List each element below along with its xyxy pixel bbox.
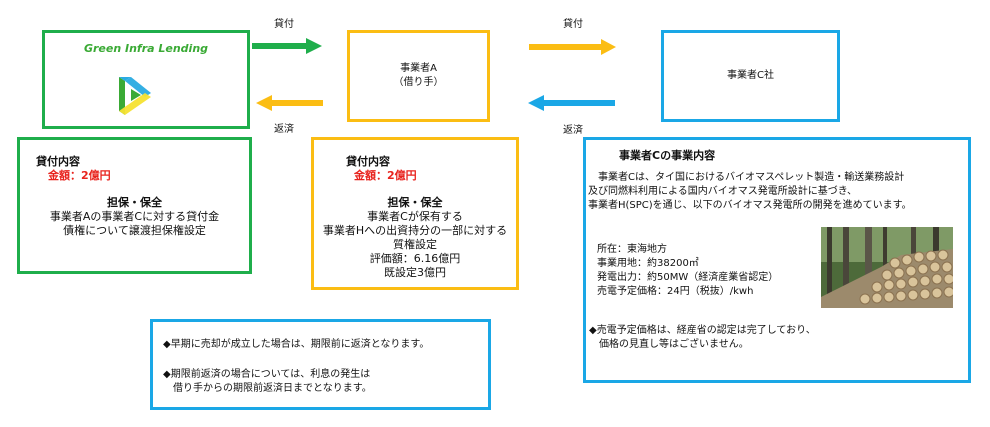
lender-details-box: 貸付内容 金額：2億円 担保・保全 事業者Aの事業者Cに対する貸付金 債権につい… (17, 137, 252, 274)
borrower-security-heading: 担保・保全 (387, 196, 443, 209)
price-note-line: 価格の見直し等はございません。 (589, 339, 749, 350)
logo-wordmark: Green Infra Lending (83, 42, 209, 55)
borrower-details-box: 貸付内容 金額：2億円 担保・保全 事業者Cが保有する 事業者Hへの出資持分の一… (311, 137, 519, 290)
price-note-line: ◆売電予定価格は、経産省の認定は完了しており、 (589, 325, 816, 336)
plant-location: 所在：東海地方 (597, 244, 667, 255)
company-c-business-box: 事業者Cの事業内容 事業者Cは、タイ国におけるバイオマスペレット製造・輸送業務設… (583, 137, 971, 383)
company-c-name: 事業者C社 (727, 70, 774, 81)
plant-site-area: 事業用地：約38200㎡ (597, 258, 699, 269)
lender-logo-box: Green Infra Lending (42, 30, 250, 129)
lend-label-1: 貸付 (274, 19, 294, 30)
timber-logs-photo (821, 227, 953, 308)
repay-arrow-left-icon (256, 95, 323, 111)
company-c-box: 事業者C社 (661, 30, 840, 122)
business-heading: 事業者Cの事業内容 (619, 149, 716, 162)
lender-loan-amount: 金額：2億円 (48, 169, 111, 182)
borrower-security-line: 質権設定 (393, 238, 437, 251)
lender-security-heading: 担保・保全 (107, 196, 162, 209)
repayment-notes-box: ◆早期に売却が成立した場合は、期限前に返済となります。 ◆期限前返済の場合につい… (150, 319, 491, 410)
repayment-note: ◆早期に売却が成立した場合は、期限前に返済となります。 (163, 339, 430, 350)
borrower-security-line: 既設定3億円 (384, 266, 446, 279)
repay-label-2: 返済 (563, 125, 583, 136)
lend-arrow-right-icon (252, 38, 322, 54)
lender-security-line: 債権について譲渡担保権設定 (63, 224, 206, 237)
repayment-note: ◆期限前返済の場合については、利息の発生は (163, 369, 371, 380)
lend-label-2: 貸付 (563, 19, 583, 30)
logo-triangle-icon (119, 77, 151, 115)
business-description-line: 及び同燃料利用による国内バイオマス発電所設計に基づき、 (588, 186, 857, 197)
borrower-box: 事業者A （借り手） (347, 30, 490, 122)
borrower-loan-heading: 貸付内容 (346, 155, 390, 168)
repay-label-1: 返済 (274, 124, 294, 135)
lend-arrow-right-icon (529, 39, 616, 55)
lender-loan-heading: 貸付内容 (36, 155, 80, 168)
repay-arrow-left-icon (528, 95, 615, 111)
business-description-line: 事業者H(SPC)を通じ、以下のバイオマス発電所の開発を進めています。 (588, 200, 912, 211)
borrower-role: （借り手） (393, 77, 444, 88)
borrower-security-line: 事業者Hへの出資持分の一部に対する (322, 224, 508, 237)
plant-output: 発電出力：約50MW（経済産業省認定） (597, 272, 779, 283)
borrower-name: 事業者A (400, 63, 437, 74)
borrower-security-line: 事業者Cが保有する (367, 210, 463, 223)
borrower-security-line: 評価額：6.16億円 (369, 252, 461, 265)
lender-security-line: 事業者Aの事業者Cに対する貸付金 (49, 210, 220, 223)
business-description-line: 事業者Cは、タイ国におけるバイオマスペレット製造・輸送業務設計 (588, 172, 905, 183)
repayment-note: 借り手からの期限前返済日までとなります。 (163, 383, 372, 394)
plant-sale-price: 売電予定価格：24円（税抜）/kwh (597, 286, 754, 297)
borrower-loan-amount: 金額：2億円 (354, 169, 417, 182)
